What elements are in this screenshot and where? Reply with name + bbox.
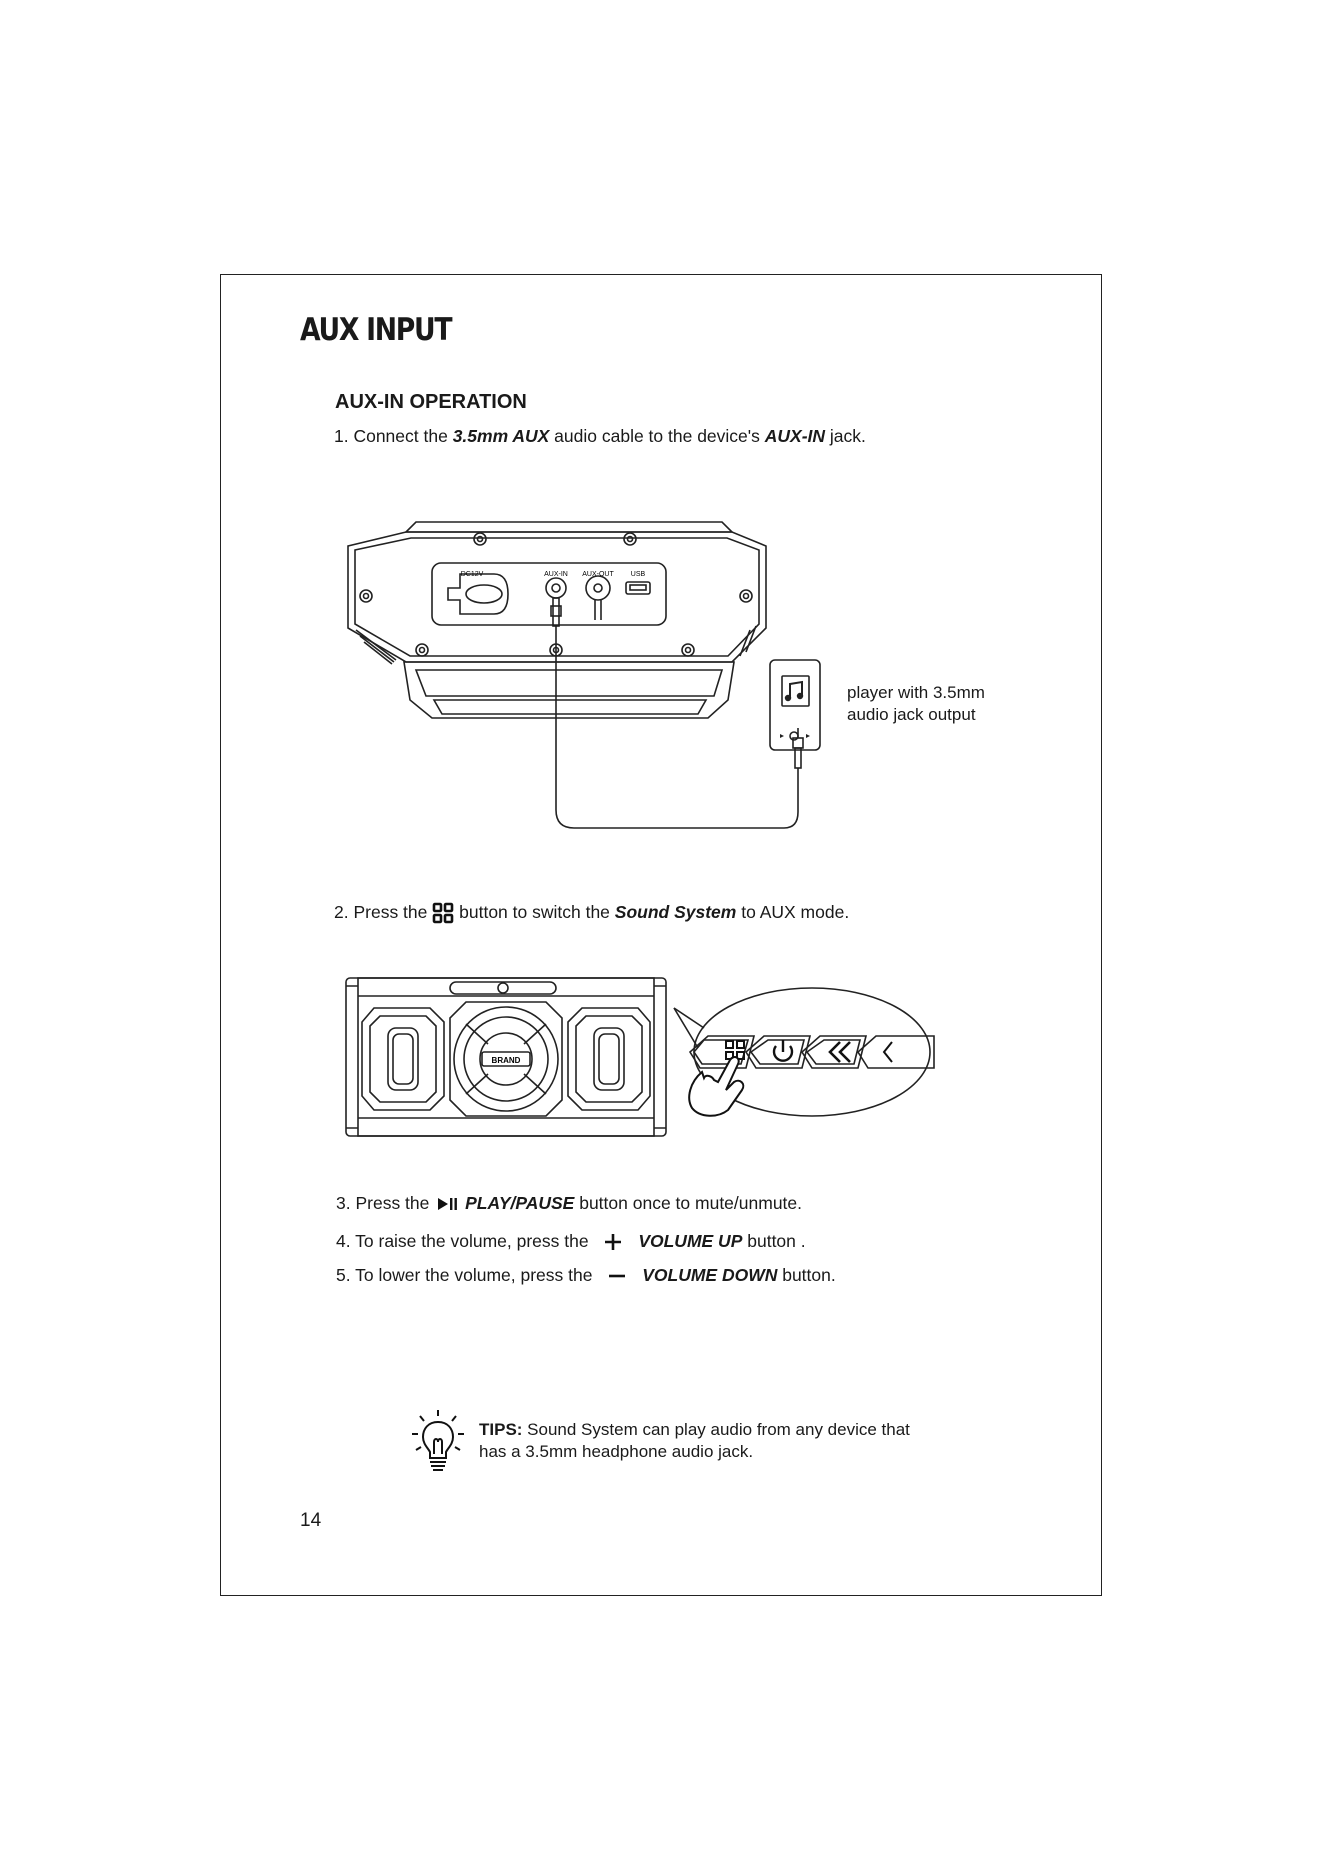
- mode-grid-icon: [432, 903, 454, 924]
- step-2: 2. Press the button to switch the Sound …: [334, 902, 849, 924]
- player-controls-icon: [780, 734, 810, 738]
- page-frame: [220, 274, 1102, 1596]
- lightbulb-icon: [412, 1410, 464, 1471]
- port-label-aux-out: AUX-OUT: [582, 571, 614, 578]
- step-1: 1. Connect the 3.5mm AUX audio cable to …: [334, 426, 866, 446]
- page-title: AUX INPUT: [300, 312, 453, 348]
- music-note-icon: [784, 680, 804, 702]
- step-5: 5. To lower the volume, press the VOLUME…: [336, 1265, 836, 1285]
- tips-text: TIPS: Sound System can play audio from a…: [479, 1420, 910, 1461]
- pointing-hand-icon: [688, 1056, 745, 1117]
- plus-icon: [605, 1234, 622, 1251]
- rear-panel-diagram: DC12V AUX-IN AUX-OUT USB: [347, 521, 821, 829]
- double-chevron-left-icon: [828, 1041, 851, 1063]
- page-number: 14: [300, 1510, 322, 1531]
- brand-label: BRAND: [492, 1056, 521, 1065]
- step-3: 3. Press the PLAY/PAUSE button once to m…: [336, 1193, 803, 1213]
- minus-icon: [609, 1275, 626, 1278]
- power-icon: [772, 1040, 794, 1062]
- step-4: 4. To raise the volume, press the VOLUME…: [336, 1231, 806, 1251]
- player-caption: player with 3.5mm audio jack output: [847, 683, 985, 724]
- port-label-aux-in: AUX-IN: [544, 571, 568, 578]
- play-pause-icon: [438, 1198, 458, 1211]
- port-label-dc12v: DC12V: [461, 571, 484, 578]
- front-panel-diagram: BRAND: [345, 977, 935, 1137]
- port-label-usb: USB: [631, 571, 646, 578]
- section-title: AUX-IN OPERATION: [335, 391, 527, 413]
